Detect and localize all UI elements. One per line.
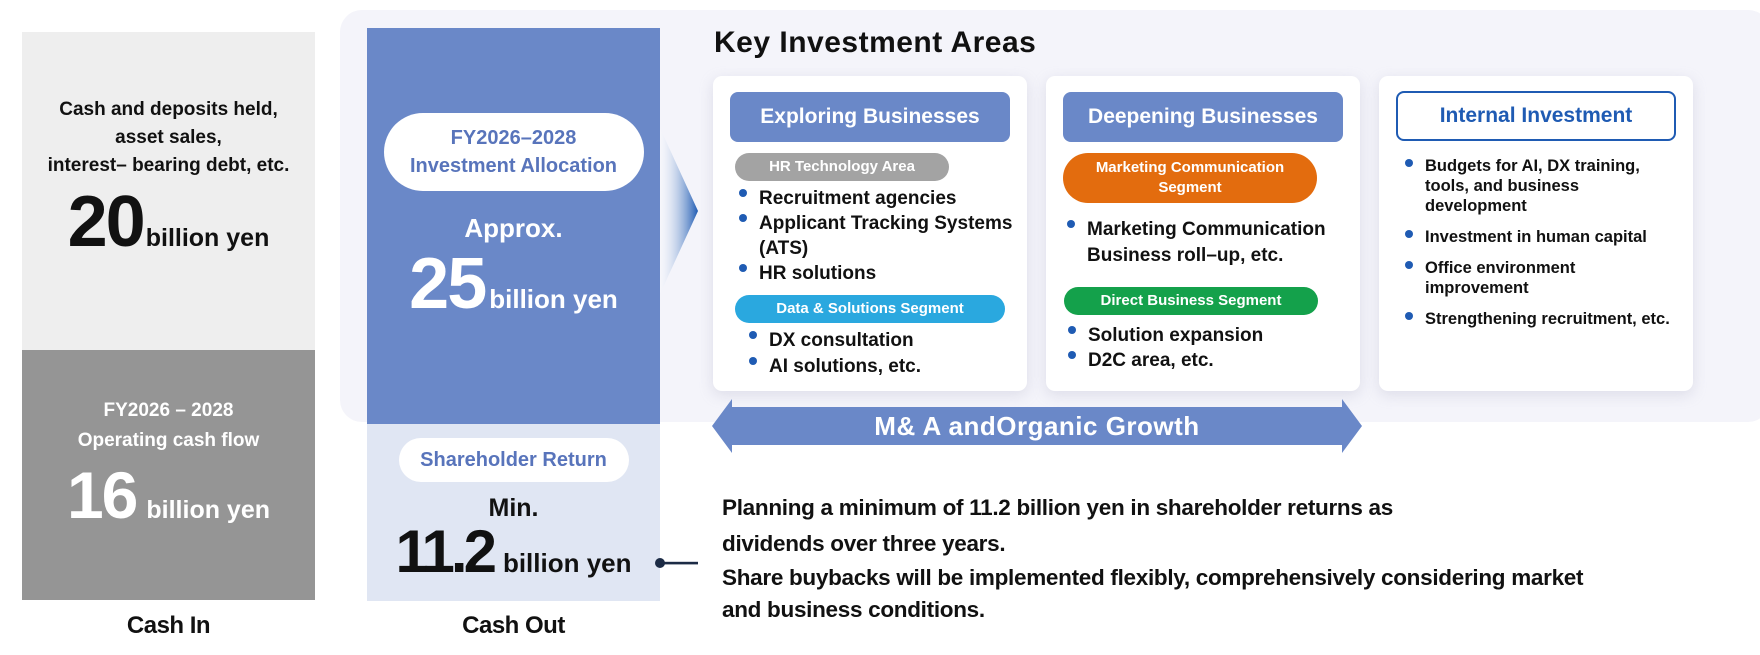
list-item: Investment in human capital xyxy=(1401,227,1681,247)
tag-hr-technology: HR Technology Area xyxy=(735,153,949,181)
tag-marketing-communication: Marketing Communication Segment xyxy=(1063,153,1317,203)
tag-data-solutions: Data & Solutions Segment xyxy=(735,295,1005,323)
shareholder-return-pill: Shareholder Return xyxy=(398,438,629,482)
description-line: Cash and deposits held, xyxy=(59,99,278,120)
list-item: DX consultation xyxy=(745,328,1015,354)
amount-unit: billion yen xyxy=(145,224,270,252)
return-amount: 11.2 billion yen xyxy=(395,522,631,582)
list-item: AI solutions, etc. xyxy=(745,354,1015,380)
amount-value: 16 xyxy=(66,458,138,532)
card-header: Internal Investment xyxy=(1396,91,1676,141)
list-item: Marketing Communication Business roll–up… xyxy=(1063,217,1353,269)
card-exploring-businesses: Exploring Businesses HR Technology Area … xyxy=(713,76,1027,391)
card-internal-investment: Internal Investment Budgets for AI, DX t… xyxy=(1379,76,1693,391)
list-item: Applicant Tracking Systems (ATS) xyxy=(735,211,1015,261)
amount-unit: billion yen xyxy=(489,284,618,314)
amount-value: 20 xyxy=(67,182,146,262)
amount-unit: billion yen xyxy=(502,548,632,578)
return-qualifier: Min. xyxy=(488,494,539,522)
investment-allocation-pill: FY2026–2028 Investment Allocation xyxy=(383,113,644,191)
pill-title: Investment Allocation xyxy=(409,155,618,177)
list-item: Budgets for AI, DX training, tools, and … xyxy=(1401,156,1681,216)
growth-arrow-label: M& A andOrganic Growth xyxy=(874,410,1200,441)
direct-business-list: Solution expansion D2C area, etc. xyxy=(1064,323,1354,373)
ocf-title: Operating cash flow xyxy=(77,430,260,451)
other-sources-amount: 20 billion yen xyxy=(68,186,270,258)
note-line: Planning a minimum of 11.2 billion yen i… xyxy=(722,495,1393,520)
other-sources-description: Cash and deposits held, asset sales, int… xyxy=(48,96,290,180)
connector-line-icon xyxy=(655,558,698,568)
description-line: asset sales, xyxy=(115,127,222,148)
investment-allocation-box: FY2026–2028 Investment Allocation Approx… xyxy=(367,28,660,424)
cash-out-label: Cash Out xyxy=(462,612,565,639)
card-header: Deepening Businesses xyxy=(1063,92,1343,142)
shareholder-return-box: Shareholder Return Min. 11.2 billion yen xyxy=(367,424,660,601)
chevron-right-icon xyxy=(660,128,698,294)
operating-cash-flow-box: FY2026 – 2028 Operating cash flow 16 bil… xyxy=(22,350,315,600)
card-header: Exploring Businesses xyxy=(730,92,1010,142)
amount-value: 11.2 xyxy=(395,518,496,585)
pill-period: FY2026–2028 xyxy=(450,127,577,149)
amount-unit: billion yen xyxy=(146,496,271,524)
card-deepening-businesses: Deepening Businesses Marketing Communica… xyxy=(1046,76,1360,391)
ocf-period: FY2026 – 2028 xyxy=(103,400,234,421)
amount-value: 25 xyxy=(409,244,487,324)
list-item: Office environment improvement xyxy=(1401,258,1681,298)
cash-in-other-sources-box: Cash and deposits held, asset sales, int… xyxy=(22,32,315,350)
shareholder-return-note: Planning a minimum of 11.2 billion yen i… xyxy=(722,490,1752,626)
list-item: D2C area, etc. xyxy=(1064,348,1354,373)
description-line: interest– bearing debt, etc. xyxy=(47,155,290,176)
hr-technology-list: Recruitment agencies Applicant Tracking … xyxy=(735,186,1015,286)
investment-qualifier: Approx. xyxy=(464,213,563,243)
tag-direct-business: Direct Business Segment xyxy=(1064,287,1318,315)
internal-investment-list: Budgets for AI, DX training, tools, and … xyxy=(1401,156,1681,340)
list-item: Solution expansion xyxy=(1064,323,1354,348)
list-item: Strengthening recruitment, etc. xyxy=(1401,309,1681,329)
marketing-communication-list: Marketing Communication Business roll–up… xyxy=(1063,217,1353,269)
list-item: HR solutions xyxy=(735,261,1015,286)
section-title: Key Investment Areas xyxy=(714,26,1037,59)
data-solutions-list: DX consultation AI solutions, etc. xyxy=(745,328,1015,380)
note-line: and business conditions. xyxy=(722,597,985,622)
investment-amount: 25 billion yen xyxy=(409,246,618,322)
list-item: Recruitment agencies xyxy=(735,186,1015,211)
note-line: Share buybacks will be implemented flexi… xyxy=(722,565,1584,590)
cash-in-label: Cash In xyxy=(126,612,211,639)
double-arrow-icon xyxy=(712,399,1362,453)
ocf-amount: 16 billion yen xyxy=(67,460,270,530)
note-line: dividends over three years. xyxy=(722,531,1006,556)
